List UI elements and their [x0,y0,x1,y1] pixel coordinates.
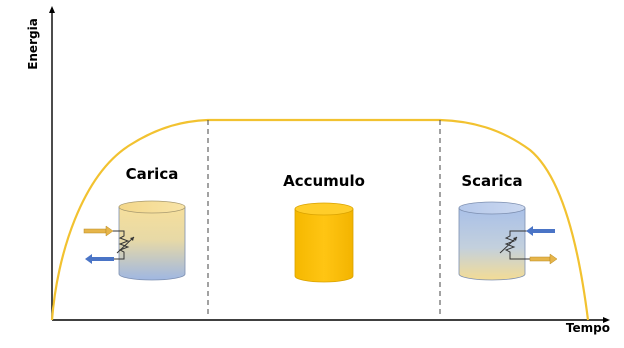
x-axis-label: Tempo [565,321,610,335]
y-axis-arrowhead [49,6,55,13]
charge-hot-inlet-arrow [83,225,114,237]
discharge-hot-outlet-arrow [529,253,558,265]
charge-phase-label: Carica [125,165,179,183]
storage-tank [294,202,354,283]
discharge-phase-label: Scarica [461,172,523,190]
y-axis-label: Energia [26,18,40,70]
discharge-tank [458,201,532,281]
charge-cold-outlet-arrow [85,254,114,264]
discharge-cold-inlet-arrow [526,226,555,236]
charge-tank [112,200,186,281]
storage-phase-label: Accumulo [283,172,365,190]
x-axis-arrowhead [603,317,610,323]
